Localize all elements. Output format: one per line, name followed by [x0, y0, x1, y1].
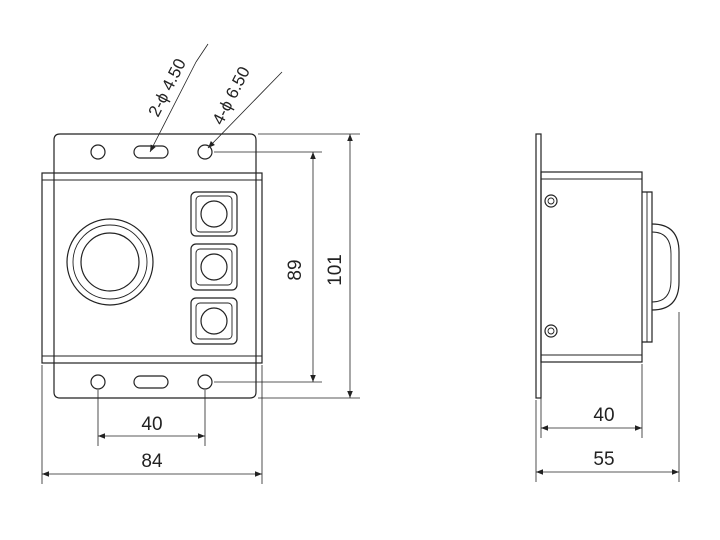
top-left-mounting-hole [90, 144, 106, 160]
dimension-84-text: 84 [141, 451, 163, 472]
push-button-top [190, 191, 238, 237]
bottom-right-mounting-hole [197, 374, 213, 390]
dimension-40-front-text: 40 [141, 414, 162, 435]
hole-callout: 4-ϕ 6.50 [207, 64, 283, 149]
dimension-101: 101 [258, 133, 360, 399]
hole-callout-text: 4-ϕ 6.50 [209, 64, 254, 128]
bottom-left-mounting-hole [90, 374, 106, 390]
bottom-slot [133, 375, 169, 389]
main-knob [66, 218, 154, 306]
mounting-flange [53, 133, 257, 399]
side-knob-profile [642, 191, 680, 343]
dimension-84: 84 [41, 365, 263, 484]
side-flange [535, 133, 542, 399]
top-slot [133, 145, 169, 159]
housing-body [41, 172, 263, 364]
dimension-40-side-text: 40 [593, 405, 614, 426]
push-button-middle [190, 243, 238, 291]
dimension-55-text: 55 [593, 449, 614, 470]
dimension-89: 89 [214, 151, 322, 383]
side-screw-top [544, 194, 558, 208]
side-view: 40 55 [535, 133, 680, 482]
slot-callout: 2-ϕ 4.50 [145, 43, 209, 153]
dimension-40-front: 40 [97, 390, 206, 446]
side-screw-bottom [544, 324, 558, 338]
top-right-mounting-hole [197, 144, 213, 160]
dimension-101-text: 101 [325, 254, 346, 286]
side-body [540, 171, 643, 363]
dimension-55: 55 [535, 312, 680, 482]
dimension-40-side: 40 [540, 364, 643, 438]
push-button-bottom [190, 297, 238, 345]
front-view: 2-ϕ 4.50 4-ϕ 6.50 89 101 40 [41, 43, 360, 484]
dimension-89-text: 89 [285, 259, 306, 280]
